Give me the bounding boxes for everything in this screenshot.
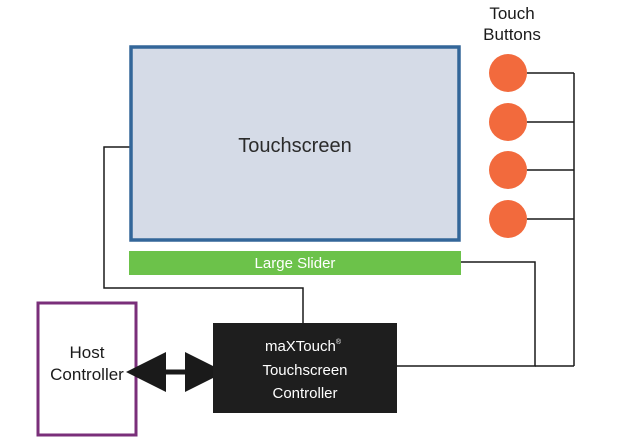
touchscreen-label: Touchscreen <box>238 135 351 157</box>
touch-controller-label-line1: maXTouch® <box>265 338 342 355</box>
touchscreen-block: Touchscreen <box>129 45 461 242</box>
touch-buttons-block: Touch Buttons <box>483 4 541 238</box>
host-controller-box <box>36 301 138 437</box>
touch-button-4 <box>489 200 527 238</box>
large-slider-block: Large Slider <box>129 251 461 275</box>
large-slider-bar <box>129 251 461 275</box>
touchscreen-panel <box>129 45 461 242</box>
touch-buttons-label-line1: Touch <box>489 4 534 23</box>
touch-button-3 <box>489 151 527 189</box>
large-slider-label: Large Slider <box>255 255 336 272</box>
host-controller-label-line1: Host <box>70 343 105 362</box>
touch-controller-label-line3: Controller <box>272 385 337 402</box>
registered-mark: ® <box>336 338 342 346</box>
touch-button-1 <box>489 54 527 92</box>
touch-buttons-label-line2: Buttons <box>483 25 541 44</box>
touch-controller-box <box>213 323 397 413</box>
slider-wire <box>397 261 536 367</box>
touch-controller-name: maXTouch <box>265 338 336 355</box>
touch-controller-label-line2: Touchscreen <box>262 362 347 379</box>
host-controller-label-line2: Controller <box>50 365 124 384</box>
connection-wires <box>103 72 575 367</box>
touch-button-2 <box>489 103 527 141</box>
host-controller-block: Host Controller <box>36 301 138 437</box>
touch-controller-block: maXTouch® Touchscreen Controller <box>213 323 397 413</box>
touchscreen-wire <box>103 146 304 323</box>
